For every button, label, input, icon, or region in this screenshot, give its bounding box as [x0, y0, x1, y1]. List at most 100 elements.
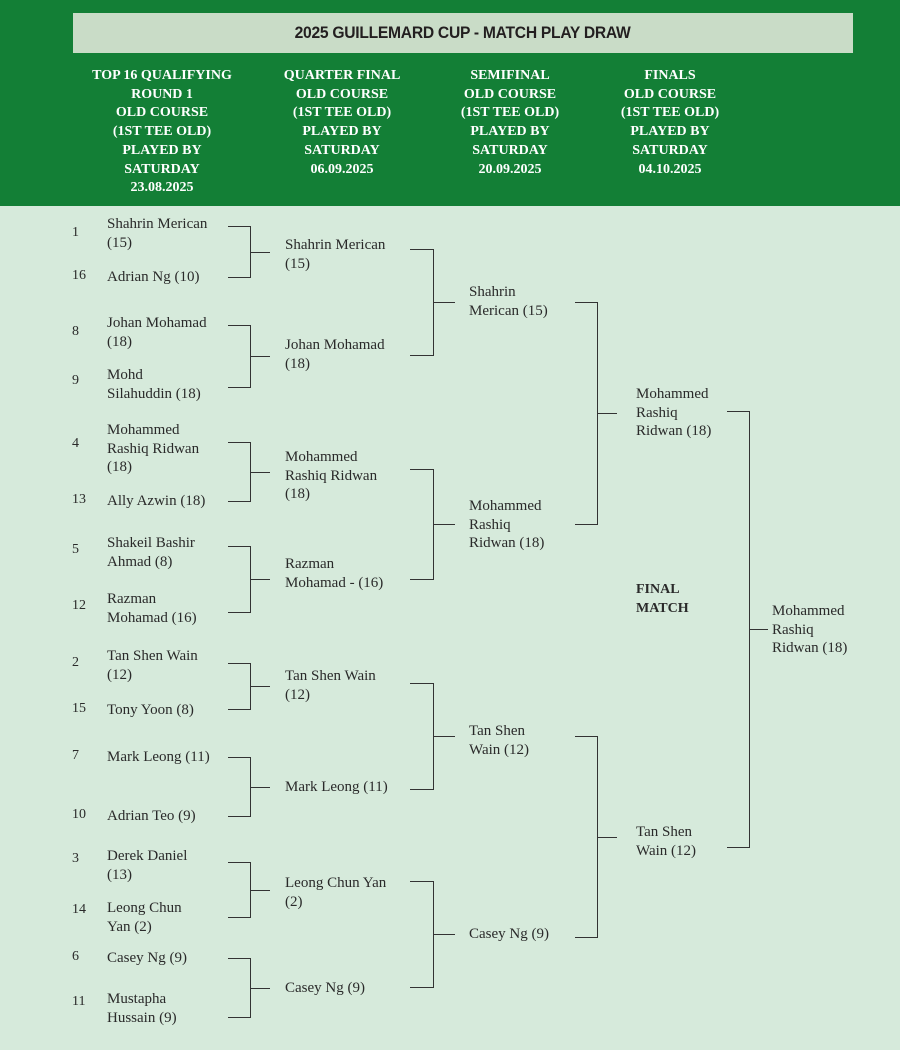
column-header-line: SATURDAY	[472, 142, 548, 158]
bracket-line	[433, 736, 455, 738]
semifinal-entry-line: Shahrin	[469, 284, 516, 300]
bracket-line	[228, 612, 250, 614]
bracket-line	[228, 546, 250, 548]
bracket-line	[228, 709, 250, 711]
bracket-line	[228, 862, 250, 864]
quarterfinal-entry-line: (12)	[285, 686, 310, 703]
player-entry-line: Mohamad (16)	[107, 609, 197, 626]
player-entry-line: Adrian Ng (10)	[107, 269, 200, 285]
semifinal-entry-line: Mohammed	[469, 498, 542, 514]
seed-number: 10	[72, 807, 86, 822]
column-header-line: SEMIFINAL	[470, 68, 550, 83]
bracket-line	[575, 524, 597, 526]
player-entry-line: Tony Yoon (8)	[107, 702, 194, 718]
column-header-line: FINALS	[644, 68, 696, 83]
quarterfinal-entry-line: Mark Leong (11)	[285, 779, 388, 795]
bracket-line	[433, 934, 455, 936]
seed-number: 14	[72, 902, 86, 917]
player-entry-line: Mohammed	[107, 422, 180, 438]
winner-entry-line: Rashiq	[772, 621, 814, 638]
bracket-line	[228, 663, 250, 665]
semifinal-entry: Casey Ng (9)	[469, 925, 549, 944]
bracket-line	[250, 988, 270, 990]
quarterfinal-entry-line: Johan Mohamad	[285, 337, 385, 353]
bracket-line	[228, 1017, 250, 1019]
bracket-line	[597, 413, 617, 415]
seed-number: 15	[72, 701, 86, 716]
player-entry: Tony Yoon (8)	[107, 701, 194, 720]
quarterfinal-entry-line: Casey Ng (9)	[285, 980, 365, 996]
seed-number: 12	[72, 598, 86, 613]
column-header-line: OLD COURSE	[623, 86, 717, 102]
player-entry-line: Ahmad (8)	[107, 553, 173, 570]
final-match-label-line: MATCH	[636, 600, 689, 616]
player-entry: Adrian Teo (9)	[107, 807, 196, 826]
player-entry: Ally Azwin (18)	[107, 492, 205, 511]
quarterfinal-entry-line: Tan Shen Wain	[285, 668, 376, 684]
bracket-line	[575, 302, 597, 304]
quarterfinal-entry: Leong Chun Yan(2)	[285, 874, 386, 911]
player-entry-line: (18)	[107, 459, 132, 476]
semifinal-entry-line: Merican (15)	[469, 302, 548, 319]
column-header-line: PLAYED BY	[630, 124, 710, 140]
bracket-line	[250, 356, 270, 358]
player-entry: Adrian Ng (10)	[107, 268, 199, 287]
bracket-line	[228, 226, 250, 228]
column-header-line: 23.08.2025	[130, 180, 194, 196]
seed-number: 9	[72, 373, 79, 388]
column-header-line: (1ST TEE OLD)	[620, 105, 720, 121]
seed-number: 1	[72, 225, 79, 240]
quarterfinal-entry-line: Leong Chun Yan	[285, 875, 387, 891]
player-entry-line: Mohd	[107, 367, 143, 383]
final-match-label-line: FINAL	[636, 582, 680, 597]
column-header-line: QUARTER FINAL	[283, 68, 401, 83]
player-entry: Casey Ng (9)	[107, 949, 187, 968]
bracket-line	[727, 847, 749, 849]
player-entry-line: Leong Chun	[107, 900, 182, 916]
bracket-line	[410, 789, 433, 791]
header-banner: 2025 GUILLEMARD CUP - MATCH PLAY DRAW TO…	[0, 0, 900, 206]
player-entry: Johan Mohamad(18)	[107, 314, 207, 351]
semifinal-entry-line: Rashiq	[469, 516, 511, 533]
bracket-line	[228, 387, 250, 389]
bracket-line	[410, 987, 433, 989]
player-entry-line: Mark Leong (11)	[107, 749, 210, 765]
quarterfinal-entry-line: Mohammed	[285, 449, 358, 465]
bracket-line	[433, 524, 455, 526]
bracket-line	[433, 302, 455, 304]
quarterfinal-entry-line: Rashiq Ridwan	[285, 467, 378, 484]
seed-number: 16	[72, 268, 86, 283]
seed-number: 2	[72, 655, 79, 670]
player-entry: Derek Daniel(13)	[107, 847, 187, 884]
player-entry-line: Mustapha	[107, 991, 167, 1007]
column-header-line: ROUND 1	[131, 86, 193, 102]
quarterfinal-entry: Mark Leong (11)	[285, 778, 388, 797]
player-entry-line: Derek Daniel	[107, 848, 188, 864]
column-header-line: SATURDAY	[124, 161, 200, 177]
player-entry-line: Rashiq Ridwan	[107, 440, 200, 457]
bracket-line	[250, 890, 270, 892]
final-match-label: FINAL MATCH	[636, 581, 689, 618]
bracket-line	[228, 958, 250, 960]
final-entry-line: Wain (12)	[636, 842, 697, 859]
final-entry-line: Ridwan (18)	[636, 423, 712, 440]
semifinal-entry-line: Tan Shen	[469, 723, 526, 739]
semifinal-entry-line: Ridwan (18)	[469, 535, 545, 552]
quarterfinal-entry: Tan Shen Wain (12)	[285, 667, 376, 704]
bracket-line	[228, 325, 250, 327]
player-entry-line: Yan (2)	[107, 918, 152, 935]
seed-number: 3	[72, 851, 79, 866]
column-header-line: OLD COURSE	[463, 86, 557, 102]
